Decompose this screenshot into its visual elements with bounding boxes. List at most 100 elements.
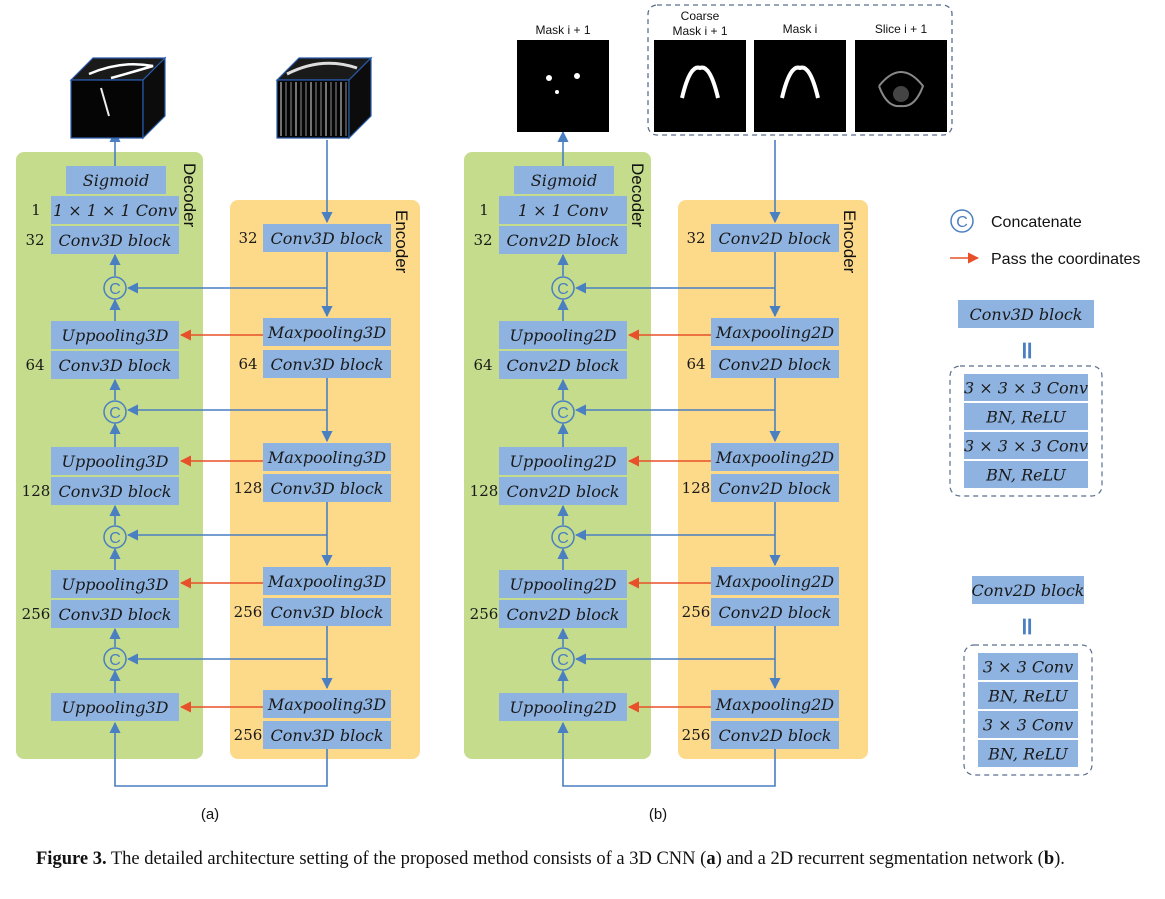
slice-next-image-core xyxy=(893,86,909,102)
mask-next-label: Mask i + 1 xyxy=(535,23,590,37)
encoder-block-128: Conv2D block xyxy=(711,474,839,502)
encoder-channels-32: 32 xyxy=(238,229,257,247)
maxpool-2: Maxpooling3D xyxy=(263,443,391,471)
legend-pass-label: Pass the coordinates xyxy=(991,251,1140,268)
maxpool-4: Maxpooling3D xyxy=(263,690,391,718)
maxpool-1-label: Maxpooling3D xyxy=(267,323,386,342)
maxpool-3-box xyxy=(263,567,391,595)
legend-conv3d-row-3-box xyxy=(964,432,1088,459)
conv1x1-block-box xyxy=(51,196,179,224)
coarse-label-1: Coarse xyxy=(681,9,720,23)
decoder-block-128-box xyxy=(51,477,179,505)
legend-conv2d-row-2-box xyxy=(978,682,1078,709)
encoder-block-32-label: Conv2D block xyxy=(719,229,832,248)
encoder-block-256a-box xyxy=(263,598,391,626)
encoder-block-256a-label: Conv2D block xyxy=(719,603,832,622)
encoder-block-128-label: Conv2D block xyxy=(719,479,832,498)
encoder-channels-32: 32 xyxy=(686,229,705,247)
concat-node-4-symbol: C xyxy=(109,652,121,669)
maxpool-2-label: Maxpooling2D xyxy=(715,448,834,467)
legend-conv2d-row-4-label: BN, ReLU xyxy=(987,745,1068,764)
conv1x1-block-label: 1 × 1 Conv xyxy=(518,201,608,220)
decoder-block-128-box xyxy=(499,477,627,505)
encoder-block-64-label: Conv2D block xyxy=(719,355,832,374)
encoder-channels-256b: 256 xyxy=(234,726,263,744)
uppool-128: Uppooling2D xyxy=(499,447,627,475)
legend-conv2d-row-3-box xyxy=(978,711,1078,738)
conv1x1-block-box xyxy=(499,196,627,224)
maxpool-4: Maxpooling2D xyxy=(711,690,839,718)
coarse-mask-image xyxy=(654,40,746,132)
decoder-block-32-label: Conv2D block xyxy=(507,231,620,250)
legend-conv3d-row-4-box xyxy=(964,461,1088,488)
uppool-256-box xyxy=(51,570,179,598)
encoder-block-128-box xyxy=(263,474,391,502)
decoder-block-32-box xyxy=(51,226,179,254)
legend-conv2d-title-box xyxy=(972,576,1084,604)
decoder-channels-64: 64 xyxy=(473,356,492,374)
mask-next-image xyxy=(517,40,609,132)
legend-conv3d-row-3-label: 3 × 3 × 3 Conv xyxy=(964,437,1088,456)
legend-conv3d-title: Conv3D block xyxy=(958,300,1094,328)
legend-conv3d-row-2-label: BN, ReLU xyxy=(985,408,1066,427)
legend-conv3d-row-4-label: BN, ReLU xyxy=(985,466,1066,485)
decoder-block-128-label: Conv2D block xyxy=(507,482,620,501)
maxpool-1-box xyxy=(263,318,391,346)
maxpool-2-label: Maxpooling3D xyxy=(267,448,386,467)
legend-conv2d-title-label: Conv2D block xyxy=(972,581,1085,600)
conv1x1-block: 1 × 1 Conv xyxy=(499,196,627,224)
legend-conv2d-group xyxy=(963,644,1093,776)
legend-conv3d-row-1: 3 × 3 × 3 Conv xyxy=(964,374,1088,401)
encoder-block-64-box xyxy=(711,350,839,378)
legend-concat-symbol: C xyxy=(956,214,968,231)
mask-i-label: Mask i xyxy=(783,22,818,36)
coarse-mask-image-frame xyxy=(654,40,746,132)
caption-text-3: ). xyxy=(1054,849,1065,869)
uppool-bottom: Uppooling3D xyxy=(51,693,179,721)
encoder-block-128-box xyxy=(711,474,839,502)
maxpool-4-label: Maxpooling2D xyxy=(715,695,834,714)
encoder-block-256a: Conv2D block xyxy=(711,598,839,626)
concat-node-1-symbol: C xyxy=(557,281,569,298)
slice-next-image-shape xyxy=(878,71,925,108)
decoder-label: Decoder xyxy=(628,163,647,228)
uppool-256: Uppooling3D xyxy=(51,570,179,598)
concat-node-2-symbol: C xyxy=(109,405,121,422)
maxpool-4-box xyxy=(263,690,391,718)
encoder-block-256b: Conv3D block xyxy=(263,721,391,749)
maxpool-2: Maxpooling2D xyxy=(711,443,839,471)
legend-conv2d-row-3-label: 3 × 3 Conv xyxy=(983,716,1073,735)
coarse-label-2: Mask i + 1 xyxy=(672,24,727,38)
decoder-block-64-box xyxy=(51,351,179,379)
uppool-bottom-label: Uppooling2D xyxy=(509,698,616,717)
maxpool-3: Maxpooling2D xyxy=(711,567,839,595)
mask-i-image-shape xyxy=(780,65,820,99)
input-volume-cube-front xyxy=(276,79,350,139)
maxpool-3-label: Maxpooling3D xyxy=(267,572,386,591)
concat-node-1-symbol: C xyxy=(109,281,121,298)
uppool-bottom: Uppooling2D xyxy=(499,693,627,721)
maxpool-1-box xyxy=(711,318,839,346)
legend-conv2d-equals: ॥ xyxy=(1019,613,1033,640)
legend-conv3d-row-3: 3 × 3 × 3 Conv xyxy=(964,432,1088,459)
decoder-block-256-label: Conv3D block xyxy=(59,605,172,624)
mask-next-image-blob-2 xyxy=(574,73,580,79)
decoder-channels-32: 32 xyxy=(25,231,44,249)
sigmoid-block: Sigmoid xyxy=(514,166,614,194)
legend-concat-label: Concatenate xyxy=(991,214,1082,231)
mask-next-image-blob-1 xyxy=(546,75,552,81)
output-volume-cube-side xyxy=(142,56,166,140)
legend-conv3d-equals: ॥ xyxy=(1019,337,1033,364)
sigmoid-block-label: Sigmoid xyxy=(83,171,149,190)
decoder-block-256: Conv2D block xyxy=(499,600,627,628)
encoder-block-128-label: Conv3D block xyxy=(271,479,384,498)
decoder-block-256-box xyxy=(51,600,179,628)
legend-conv3d-row-4: BN, ReLU xyxy=(964,461,1088,488)
encoder-block-32-box xyxy=(263,224,391,252)
encoder-block-128: Conv3D block xyxy=(263,474,391,502)
concat-node-3-symbol: C xyxy=(557,530,569,547)
encoder-block-256b: Conv2D block xyxy=(711,721,839,749)
encoder-block-256b-box xyxy=(263,721,391,749)
